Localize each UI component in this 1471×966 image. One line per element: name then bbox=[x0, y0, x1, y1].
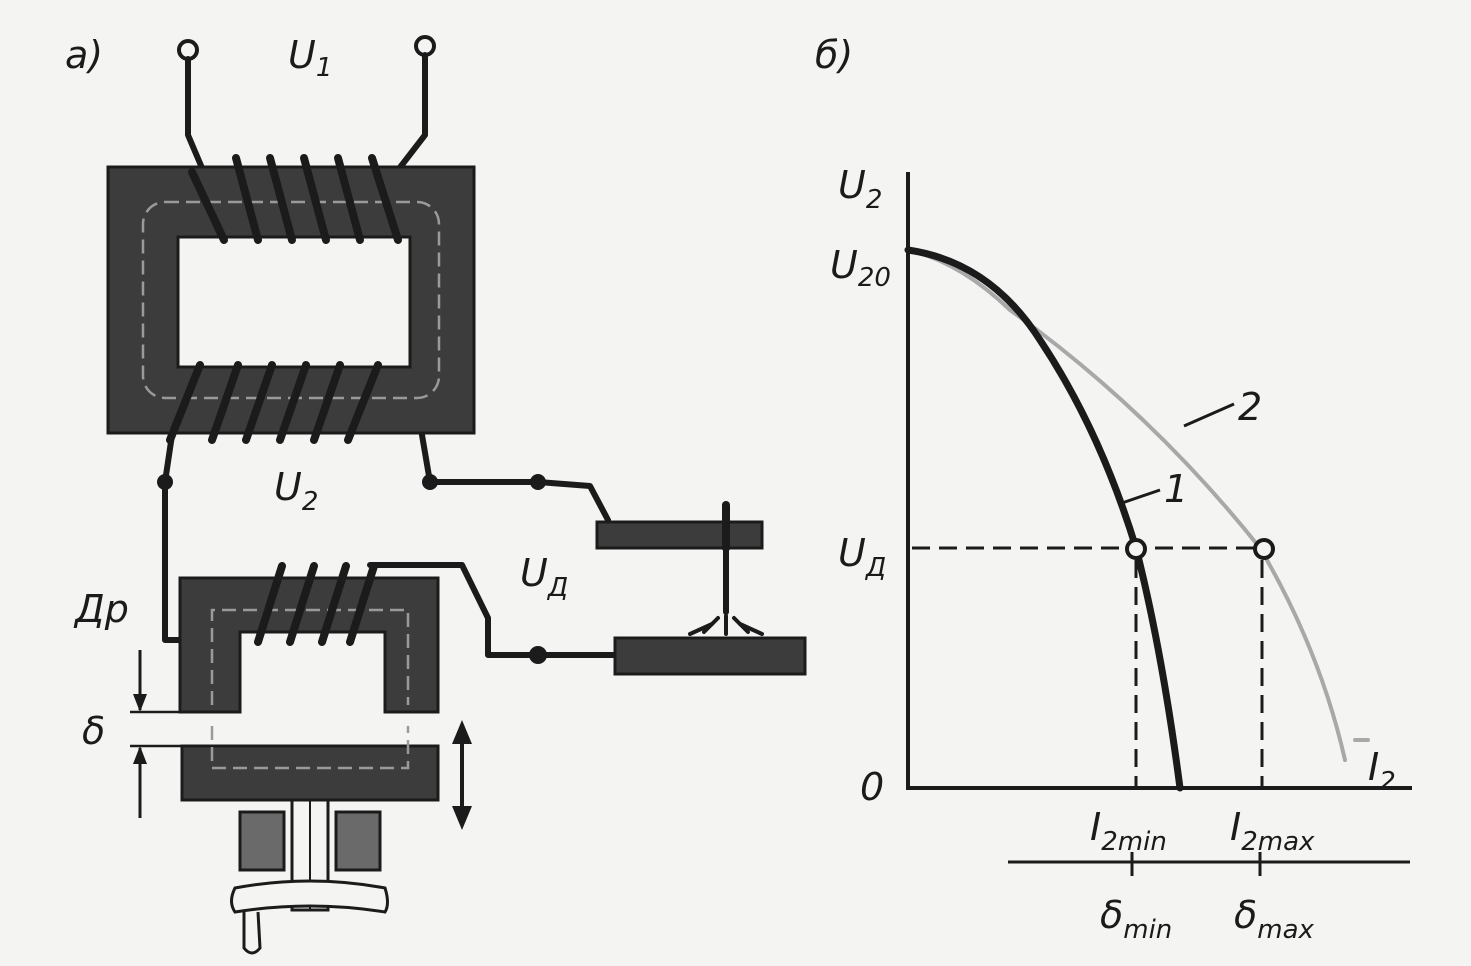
primary-winding bbox=[188, 154, 402, 244]
u2-label: U2 bbox=[274, 465, 318, 517]
dmin-label: δmin bbox=[1100, 893, 1172, 945]
curve-1-leader bbox=[1121, 488, 1161, 505]
workpiece bbox=[613, 636, 807, 676]
curve-1-label: 1 bbox=[1164, 467, 1188, 511]
transformer-core bbox=[106, 165, 476, 435]
i2min-label: I2min bbox=[1090, 805, 1167, 857]
curve-2-leader bbox=[1183, 402, 1235, 428]
ud-label: UД bbox=[520, 551, 568, 603]
adjust-arrow-icon bbox=[452, 720, 472, 830]
choke-core bbox=[178, 576, 440, 714]
choke-armature bbox=[180, 726, 440, 802]
characteristic-curve-2 bbox=[906, 248, 1347, 762]
secondary-circuit bbox=[157, 432, 618, 664]
curve-2-label: 2 bbox=[1238, 385, 1262, 429]
air-gap-dimension bbox=[130, 650, 182, 818]
x-axis-label: I2 bbox=[1368, 745, 1396, 797]
operating-point-min bbox=[1125, 538, 1147, 560]
panel-b-caption: б) bbox=[815, 33, 853, 77]
axes bbox=[906, 172, 1412, 790]
operating-point-max bbox=[1253, 538, 1275, 560]
delta-scale bbox=[1008, 852, 1410, 876]
characteristic-curve-1 bbox=[904, 246, 1184, 792]
secondary-winding bbox=[166, 361, 382, 444]
y-axis-label: U2 bbox=[838, 163, 882, 215]
u1-label: U1 bbox=[288, 33, 332, 83]
electrode-holder bbox=[595, 501, 764, 615]
gap-label: δ bbox=[82, 709, 105, 753]
i2max-label: I2max bbox=[1230, 805, 1315, 857]
choke-label: Др bbox=[73, 587, 129, 631]
origin-label: 0 bbox=[860, 765, 884, 809]
dmax-label: δmax bbox=[1234, 893, 1315, 945]
operating-point-lines bbox=[912, 546, 1264, 786]
choke-winding bbox=[254, 562, 378, 646]
welding-arc bbox=[688, 614, 764, 636]
u20-label: U20 bbox=[830, 243, 891, 293]
ud-axis-label: UД bbox=[838, 531, 886, 583]
panel-a-caption: а) bbox=[65, 33, 103, 77]
lead-screw bbox=[230, 798, 389, 955]
